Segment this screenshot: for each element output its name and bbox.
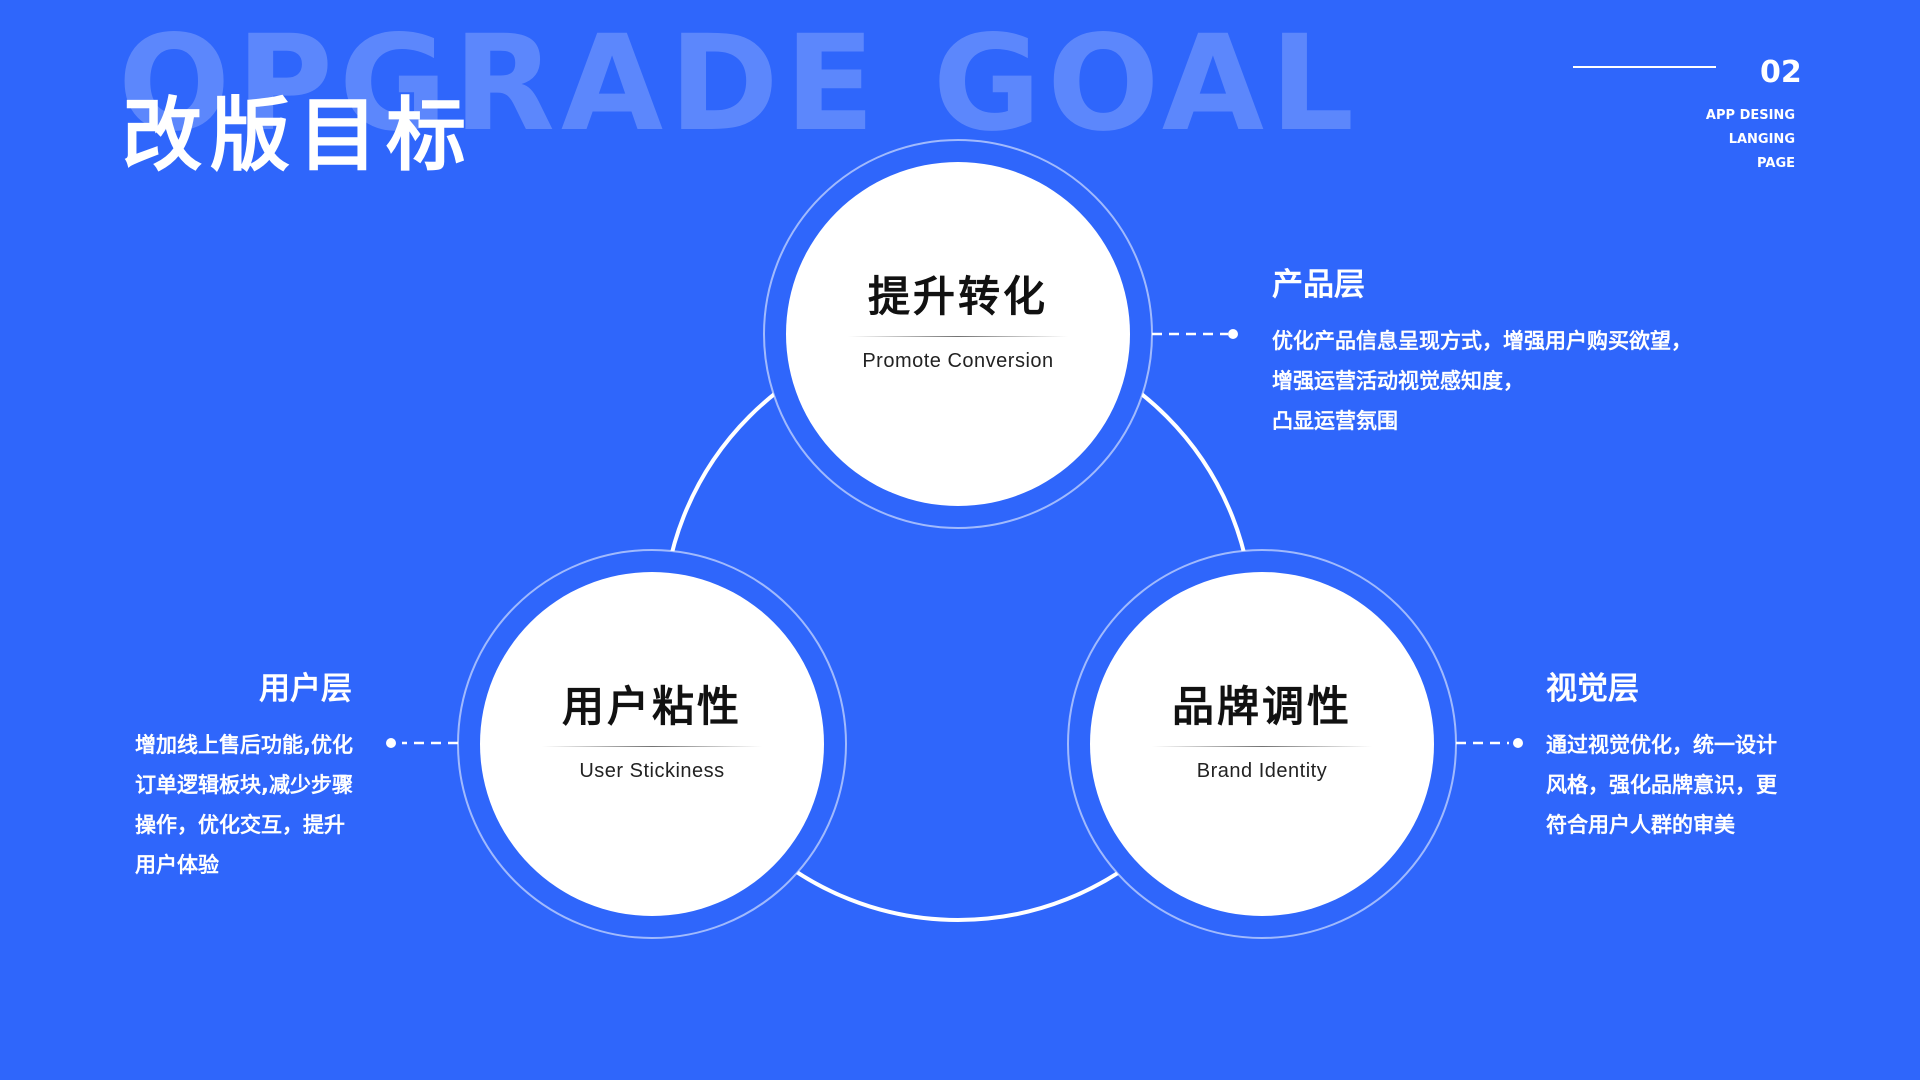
goal-divider xyxy=(542,746,762,747)
goal-subtitle: Promote Conversion xyxy=(862,350,1054,372)
goal-promote-conversion: 提升转化 Promote Conversion xyxy=(788,276,1128,371)
goal-brand-identity: 品牌调性 Brand Identity xyxy=(1092,686,1432,781)
goal-subtitle: Brand Identity xyxy=(1196,760,1328,782)
circle-top xyxy=(786,162,1130,506)
connector-left-dot xyxy=(386,738,396,748)
block-line: 增加线上售后功能,优化 xyxy=(135,733,353,757)
goal-title: 用户粘性 xyxy=(561,682,742,731)
caption-line: PAGE xyxy=(1757,156,1795,171)
circle-left xyxy=(480,572,824,916)
block-heading: 用户层 xyxy=(259,671,352,707)
block-line: 符合用户人群的审美 xyxy=(1546,813,1735,837)
product-layer-block: 产品层 优化产品信息呈现方式，增强用户购买欲望， 增强运营活动视觉感知度， 凸显… xyxy=(1272,270,1692,441)
goal-user-stickiness: 用户粘性 User Stickiness xyxy=(482,686,822,781)
block-line: 增强运营活动视觉感知度， xyxy=(1272,369,1524,393)
header-divider xyxy=(1573,66,1716,68)
block-line: 通过视觉优化，统一设计 xyxy=(1546,733,1777,757)
circle-right xyxy=(1090,572,1434,916)
user-layer-block: 用户层 增加线上售后功能,优化 订单逻辑板块,减少步骤 操作，优化交互，提升 用… xyxy=(135,671,353,885)
goal-divider xyxy=(1152,746,1372,747)
goal-title: 品牌调性 xyxy=(1171,682,1352,731)
goal-subtitle: User Stickiness xyxy=(579,760,725,782)
block-line: 用户体验 xyxy=(135,853,219,877)
goal-divider xyxy=(848,336,1068,337)
visual-layer-block: 视觉层 通过视觉优化，统一设计 风格，强化品牌意识，更 符合用户人群的审美 xyxy=(1546,674,1777,845)
page-number: 02 xyxy=(1760,55,1802,90)
block-line: 优化产品信息呈现方式，增强用户购买欲望， xyxy=(1272,329,1692,353)
block-heading: 产品层 xyxy=(1272,267,1365,303)
block-line: 订单逻辑板块,减少步骤 xyxy=(135,773,353,797)
page-caption: APP DESING LANGING PAGE xyxy=(1645,104,1795,176)
caption-line: LANGING xyxy=(1728,132,1795,147)
block-line: 凸显运营氛围 xyxy=(1272,409,1398,433)
background-title: OPGRADE GOAL xyxy=(118,7,1361,161)
block-line: 风格，强化品牌意识，更 xyxy=(1546,773,1777,797)
block-line: 操作，优化交互，提升 xyxy=(135,813,345,837)
block-heading: 视觉层 xyxy=(1546,671,1639,707)
goal-title: 提升转化 xyxy=(867,272,1048,321)
page-title: 改版目标 xyxy=(122,89,474,182)
caption-line: APP DESING xyxy=(1705,108,1795,123)
connector-top-dot xyxy=(1228,329,1238,339)
connector-right-dot xyxy=(1513,738,1523,748)
